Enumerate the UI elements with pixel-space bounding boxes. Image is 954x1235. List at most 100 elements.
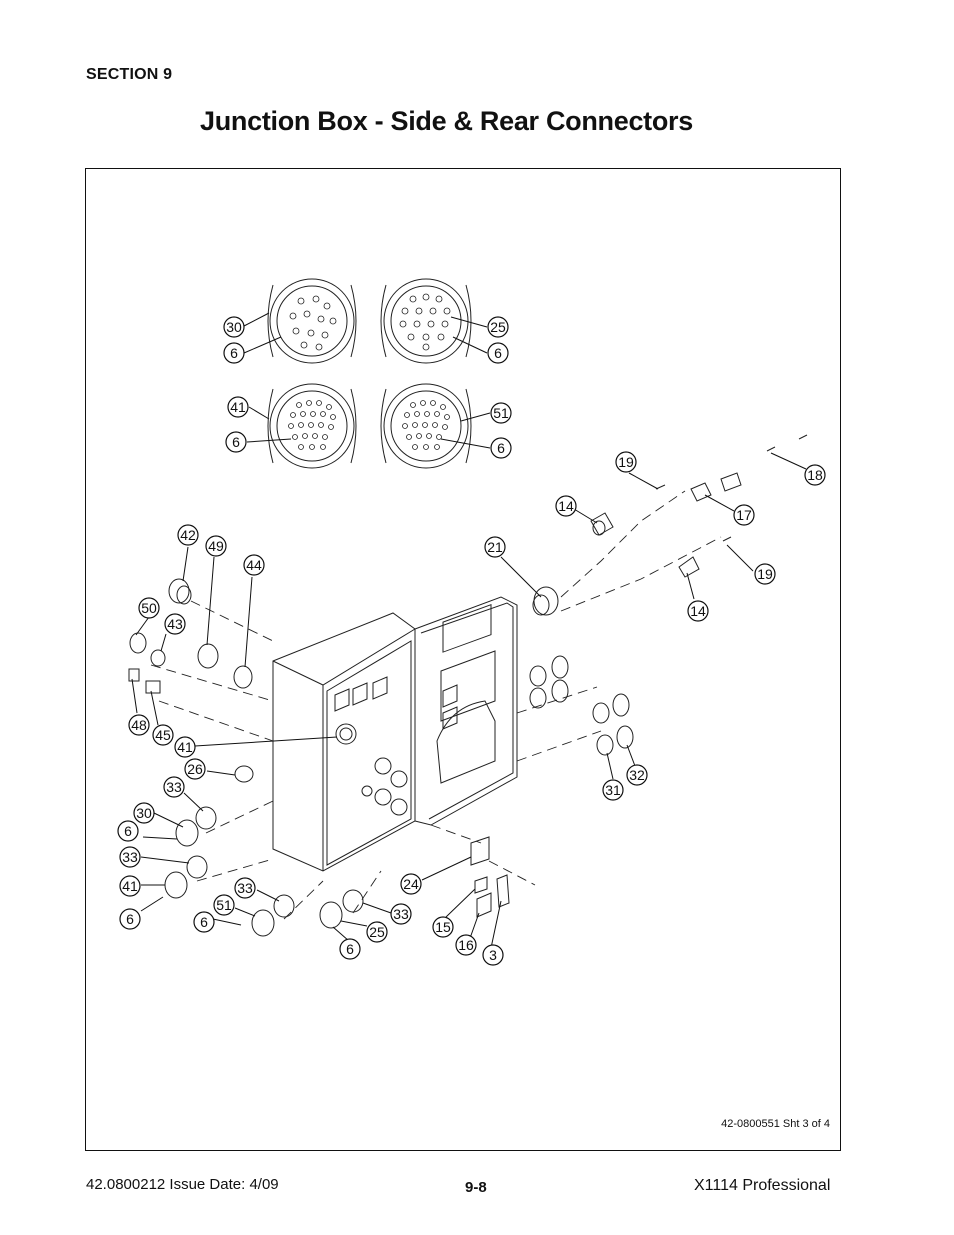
callout-51: 51 [213, 894, 235, 916]
exploded-parts-drawing: 30 6 25 6 41 6 51 6 19 18 14 17 21 19 14… [117, 278, 826, 966]
svg-text:6: 6 [200, 914, 208, 930]
callout-3: 3 [482, 944, 504, 966]
svg-text:16: 16 [458, 937, 474, 953]
callout-6: 6 [119, 908, 141, 930]
junction-box-door [414, 596, 518, 826]
callout-16: 16 [455, 934, 477, 956]
svg-text:44: 44 [246, 557, 262, 573]
section-label: SECTION 9 [86, 66, 173, 83]
callout-45: 45 [152, 724, 174, 746]
connector-face-30 [267, 278, 357, 364]
connector-face-25 [380, 278, 472, 364]
callout-14: 14 [687, 600, 709, 622]
callout-30: 30 [223, 316, 245, 338]
callout-6: 6 [339, 938, 361, 960]
callout-48: 48 [128, 714, 150, 736]
callout-19: 19 [615, 451, 637, 473]
callout-24: 24 [400, 873, 422, 895]
callout-33: 33 [234, 877, 256, 899]
svg-text:45: 45 [155, 727, 171, 743]
svg-text:33: 33 [122, 849, 138, 865]
callout-6: 6 [223, 342, 245, 364]
svg-text:25: 25 [369, 924, 385, 940]
callout-19: 19 [754, 563, 776, 585]
svg-text:15: 15 [435, 919, 451, 935]
callout-41: 41 [227, 396, 249, 418]
svg-text:30: 30 [136, 805, 152, 821]
svg-text:18: 18 [807, 467, 823, 483]
callout-50: 50 [138, 597, 160, 619]
drawing-number: 42-0800551 Sht 3 of 4 [721, 1118, 830, 1130]
connector-face-41 [267, 383, 357, 469]
svg-text:19: 19 [757, 566, 773, 582]
callout-26: 26 [184, 758, 206, 780]
svg-text:41: 41 [122, 878, 138, 894]
callout-33: 33 [163, 776, 185, 798]
svg-text:14: 14 [558, 498, 574, 514]
callout-6: 6 [193, 911, 215, 933]
callout-bubbles: 30 6 25 6 41 6 51 6 19 18 14 17 21 19 14… [117, 316, 826, 966]
callout-6: 6 [117, 820, 139, 842]
svg-text:51: 51 [216, 897, 232, 913]
svg-text:33: 33 [237, 880, 253, 896]
callout-6: 6 [225, 431, 247, 453]
svg-text:14: 14 [690, 603, 706, 619]
svg-text:6: 6 [124, 823, 132, 839]
svg-text:30: 30 [226, 319, 242, 335]
callout-15: 15 [432, 916, 454, 938]
drawing-frame: 30 6 25 6 41 6 51 6 19 18 14 17 21 19 14… [85, 168, 841, 1151]
svg-text:3: 3 [489, 947, 497, 963]
svg-text:6: 6 [232, 434, 240, 450]
svg-text:49: 49 [208, 538, 224, 554]
svg-text:48: 48 [131, 717, 147, 733]
callout-42: 42 [177, 524, 199, 546]
callout-25: 25 [366, 921, 388, 943]
connector-face-51 [380, 383, 472, 469]
svg-text:31: 31 [605, 782, 621, 798]
page-title: Junction Box - Side & Rear Connectors [200, 106, 693, 136]
svg-text:42: 42 [180, 527, 196, 543]
svg-text:51: 51 [493, 405, 509, 421]
callout-33: 33 [119, 846, 141, 868]
svg-text:6: 6 [126, 911, 134, 927]
callout-21: 21 [484, 536, 506, 558]
footer-page-number: 9-8 [465, 1179, 487, 1196]
svg-text:6: 6 [494, 345, 502, 361]
callout-6: 6 [490, 437, 512, 459]
callout-33: 33 [390, 903, 412, 925]
svg-text:17: 17 [736, 507, 752, 523]
callout-41: 41 [174, 736, 196, 758]
callout-30: 30 [133, 802, 155, 824]
svg-text:19: 19 [618, 454, 634, 470]
callout-17: 17 [733, 504, 755, 526]
svg-text:6: 6 [346, 941, 354, 957]
callout-25: 25 [487, 316, 509, 338]
svg-text:26: 26 [187, 761, 203, 777]
callout-14: 14 [555, 495, 577, 517]
svg-text:25: 25 [490, 319, 506, 335]
callout-43: 43 [164, 613, 186, 635]
svg-text:43: 43 [167, 616, 183, 632]
junction-box-enclosure [272, 612, 416, 872]
svg-text:6: 6 [497, 440, 505, 456]
callout-18: 18 [804, 464, 826, 486]
footer-doc-issue: 42.0800212 Issue Date: 4/09 [86, 1176, 279, 1193]
callout-32: 32 [626, 764, 648, 786]
footer-product: X1114 Professional [694, 1177, 831, 1194]
callout-41: 41 [119, 875, 141, 897]
svg-text:32: 32 [629, 767, 645, 783]
callout-49: 49 [205, 535, 227, 557]
callout-6: 6 [487, 342, 509, 364]
svg-text:24: 24 [403, 876, 419, 892]
side-connectors [128, 578, 559, 937]
svg-text:6: 6 [230, 345, 238, 361]
svg-text:33: 33 [393, 906, 409, 922]
svg-text:41: 41 [177, 739, 193, 755]
callout-31: 31 [602, 779, 624, 801]
callout-51: 51 [490, 402, 512, 424]
svg-text:41: 41 [230, 399, 246, 415]
callout-44: 44 [243, 554, 265, 576]
svg-text:33: 33 [166, 779, 182, 795]
svg-text:21: 21 [487, 539, 503, 555]
svg-text:50: 50 [141, 600, 157, 616]
